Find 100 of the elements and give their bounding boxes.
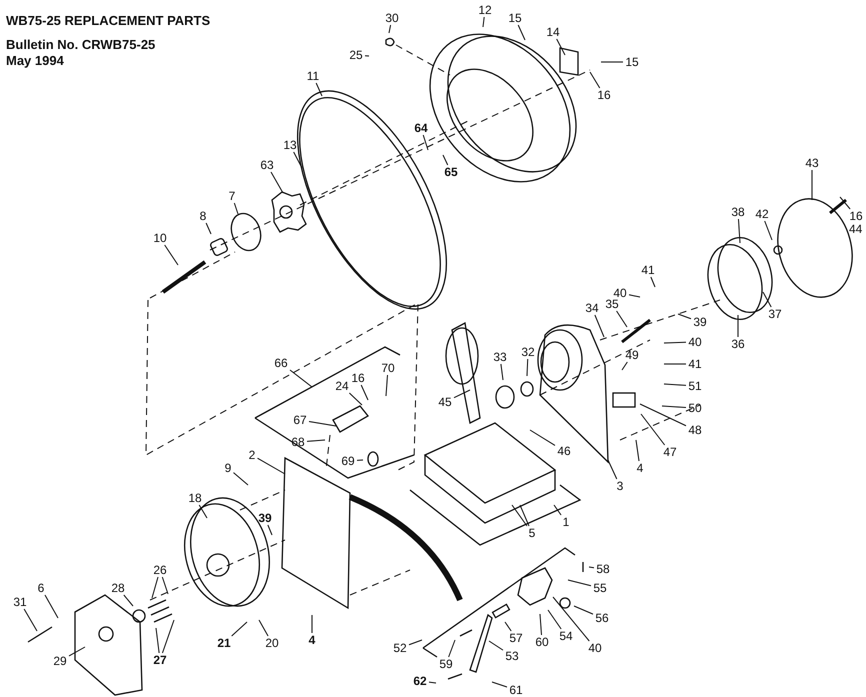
callout-number: 4 [308, 633, 316, 647]
leader-line [762, 292, 772, 308]
callout-number: 40 [688, 335, 702, 349]
callout-number: 35 [605, 297, 619, 311]
leader-line [552, 596, 590, 642]
leader-line [526, 358, 528, 376]
leader-line [738, 218, 740, 244]
callout-number: 15 [508, 11, 522, 25]
leader-line [512, 504, 528, 526]
leader-line [68, 646, 86, 656]
callout-number: 38 [731, 205, 745, 219]
callout-number: 31 [13, 595, 27, 609]
leader-line [258, 620, 269, 636]
callout-number: 16 [849, 209, 863, 223]
leader-line [306, 440, 326, 442]
leader-line [650, 276, 656, 288]
callout-number: 68 [291, 435, 305, 449]
leader-line [622, 362, 628, 370]
callout-number: 65 [444, 165, 458, 179]
leader-line [548, 610, 562, 630]
leader-line [162, 620, 174, 654]
leader-line [123, 594, 134, 606]
callout-number: 69 [341, 454, 355, 468]
callout-number: 58 [596, 562, 610, 576]
callout-number: 49 [625, 348, 639, 362]
leader-line [156, 628, 160, 654]
callout-number: 63 [260, 158, 274, 172]
callout-number: 52 [393, 641, 407, 655]
leader-line [448, 640, 456, 658]
leader-line [594, 314, 604, 338]
leader-line [152, 576, 158, 598]
callout-number: 34 [585, 301, 599, 315]
callout-number: 10 [153, 231, 167, 245]
callout-number: 28 [111, 581, 125, 595]
leader-line [500, 364, 504, 380]
leader-line [664, 384, 686, 386]
callout-number: 7 [228, 189, 236, 203]
callout-number: 61 [509, 683, 523, 697]
leader-line [678, 314, 692, 320]
callout-number: 8 [200, 209, 206, 223]
callout-number: 53 [505, 649, 519, 663]
callout-number: 30 [385, 11, 399, 25]
leader-line [233, 472, 248, 486]
callout-number: 66 [274, 356, 288, 370]
callout-number: 4 [636, 461, 644, 475]
callout-number: 51 [688, 379, 702, 393]
leader-line [290, 369, 312, 388]
leader-line [640, 414, 666, 446]
callout-number: 25 [349, 48, 363, 62]
leader-line [348, 392, 362, 406]
leader-line [198, 504, 208, 518]
leader-line [554, 504, 562, 516]
callout-number: 64 [414, 121, 428, 135]
leader-line [518, 24, 526, 40]
callout-number: 43 [805, 156, 819, 170]
leader-line [162, 576, 168, 594]
callout-number: 41 [641, 263, 655, 277]
callout-number: 27 [153, 653, 167, 667]
leader-line [164, 244, 178, 266]
callout-number: 24 [335, 379, 349, 393]
callout-number: 15 [625, 55, 639, 69]
callout-number: 2 [248, 448, 256, 462]
callout-number: 55 [593, 581, 607, 595]
callout-number: 33 [493, 350, 507, 364]
leader-line [640, 404, 686, 426]
callout-number: 70 [381, 361, 395, 375]
callout-number: 62 [413, 674, 427, 688]
callout-number: 59 [439, 657, 453, 671]
callout-number: 29 [53, 654, 67, 668]
leader-line [588, 566, 594, 568]
callout-number: 45 [438, 395, 452, 409]
leader-line [590, 72, 600, 88]
leader-line [234, 202, 238, 214]
leader-line [556, 38, 566, 56]
leader-line [44, 594, 58, 618]
leader-line [231, 622, 248, 636]
callout-number: 16 [351, 371, 365, 385]
callout-number: 54 [559, 629, 573, 643]
callout-number: 39 [693, 315, 707, 329]
callout-number: 14 [546, 25, 560, 39]
leader-line [388, 24, 392, 34]
leader-line [360, 384, 368, 400]
leader-line [482, 16, 485, 28]
leader-line [530, 430, 556, 446]
callout-number: 16 [597, 88, 611, 102]
leader-line [520, 504, 530, 526]
callout-number: 36 [731, 337, 745, 351]
callout-number: 12 [478, 3, 492, 17]
callout-number: 6 [38, 581, 44, 595]
callout-number: 56 [595, 611, 609, 625]
callout-number: 18 [188, 491, 202, 505]
callout-number: 50 [688, 401, 702, 415]
callout-number: 47 [663, 445, 677, 459]
leader-line [608, 460, 618, 480]
leader-line [408, 640, 422, 646]
callout-number: 1 [562, 515, 570, 529]
callout-number: 39 [258, 511, 272, 525]
callout-number: 46 [557, 444, 571, 458]
leader-line [662, 406, 686, 408]
leader-line [267, 524, 272, 536]
